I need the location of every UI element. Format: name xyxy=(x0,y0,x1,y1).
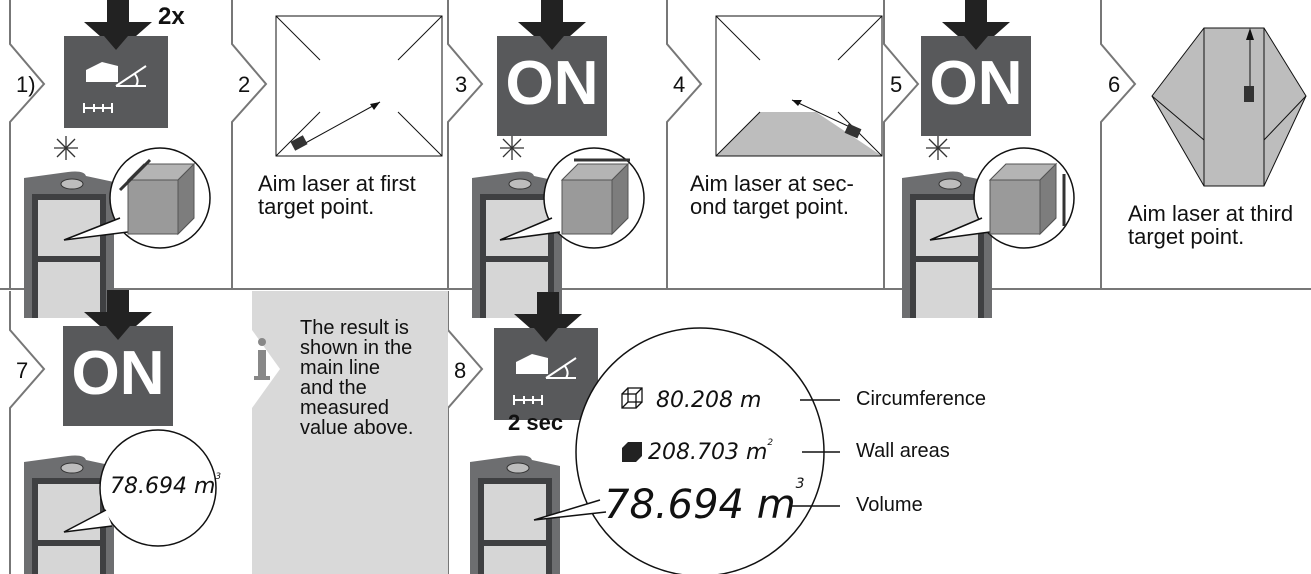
step6-caption: Aim laser at third target point. xyxy=(1128,202,1293,248)
step-number-7: 7 xyxy=(16,358,29,383)
volume-unit: m xyxy=(193,474,216,499)
on-key-label-7: ON xyxy=(71,339,165,408)
info-line: main line xyxy=(300,357,381,379)
unit-exponent: 3 xyxy=(795,476,805,492)
step4-graphics xyxy=(715,15,883,157)
unit-exponent: 3 xyxy=(215,472,222,482)
press-count-badge: 2x xyxy=(158,3,185,30)
info-line: and the xyxy=(300,377,367,399)
wall-areas-unit: m xyxy=(745,440,768,465)
step-number-4: 4 xyxy=(673,72,686,97)
step8-graphics xyxy=(469,292,840,574)
step-number-3: 3 xyxy=(455,72,468,97)
on-key-label-3: ON xyxy=(505,49,599,118)
step-number-2: 2 xyxy=(238,72,251,97)
circumference-unit: m xyxy=(739,388,762,413)
info-icon-graphic xyxy=(254,338,270,380)
volume-readout: 78.694 m3 xyxy=(604,476,805,528)
circumference-value: 80.208 xyxy=(656,388,733,413)
volume-main-unit: m xyxy=(756,482,796,528)
step-number-8: 8 xyxy=(454,358,467,383)
step3-graphics xyxy=(471,0,645,319)
step7-graphics xyxy=(23,290,217,574)
step-number-6: 6 xyxy=(1108,72,1121,97)
info-panel-bg xyxy=(252,291,448,574)
step1-graphics xyxy=(23,0,211,319)
caption-line: Aim laser at sec- xyxy=(690,171,854,196)
volume-main-value: 78.694 xyxy=(604,482,744,528)
on-key-label-5: ON xyxy=(929,49,1023,118)
step4-caption: Aim laser at sec- ond target point. xyxy=(690,172,854,218)
info-line: value above. xyxy=(300,417,414,439)
caption-line: Aim laser at third xyxy=(1128,201,1294,226)
step7-display-readout: 78.694 m3 xyxy=(110,472,222,499)
circumference-readout: 80.208 m xyxy=(656,388,761,413)
wall-areas-readout: 208.703 m2 xyxy=(648,438,774,465)
info-line: The result is xyxy=(300,317,409,339)
circumference-label: Circumference xyxy=(856,388,987,410)
step6-graphics xyxy=(1151,27,1307,187)
caption-line: ond target point. xyxy=(690,194,850,219)
volume-value: 78.694 xyxy=(110,474,187,499)
wall-areas-label: Wall areas xyxy=(856,440,950,462)
caption-line: Aim laser at first xyxy=(258,171,416,196)
step-number-5: 5 xyxy=(890,72,903,97)
info-text: The result is shown in the main line and… xyxy=(300,318,413,438)
info-line: shown in the xyxy=(300,337,413,359)
caption-line: target point. xyxy=(258,194,375,219)
info-line: measured xyxy=(300,397,389,419)
wall-areas-value: 208.703 xyxy=(648,440,739,465)
step-number-1: 1) xyxy=(16,72,36,97)
press-duration-label: 2 sec xyxy=(508,410,564,435)
unit-exponent: 2 xyxy=(767,438,774,448)
step2-caption: Aim laser at first target point. xyxy=(258,172,416,218)
step2-graphics xyxy=(275,15,443,157)
step-dividers-top xyxy=(9,0,1137,289)
step5-graphics xyxy=(901,0,1075,319)
caption-line: target point. xyxy=(1128,224,1245,249)
volume-label: Volume xyxy=(856,494,923,516)
